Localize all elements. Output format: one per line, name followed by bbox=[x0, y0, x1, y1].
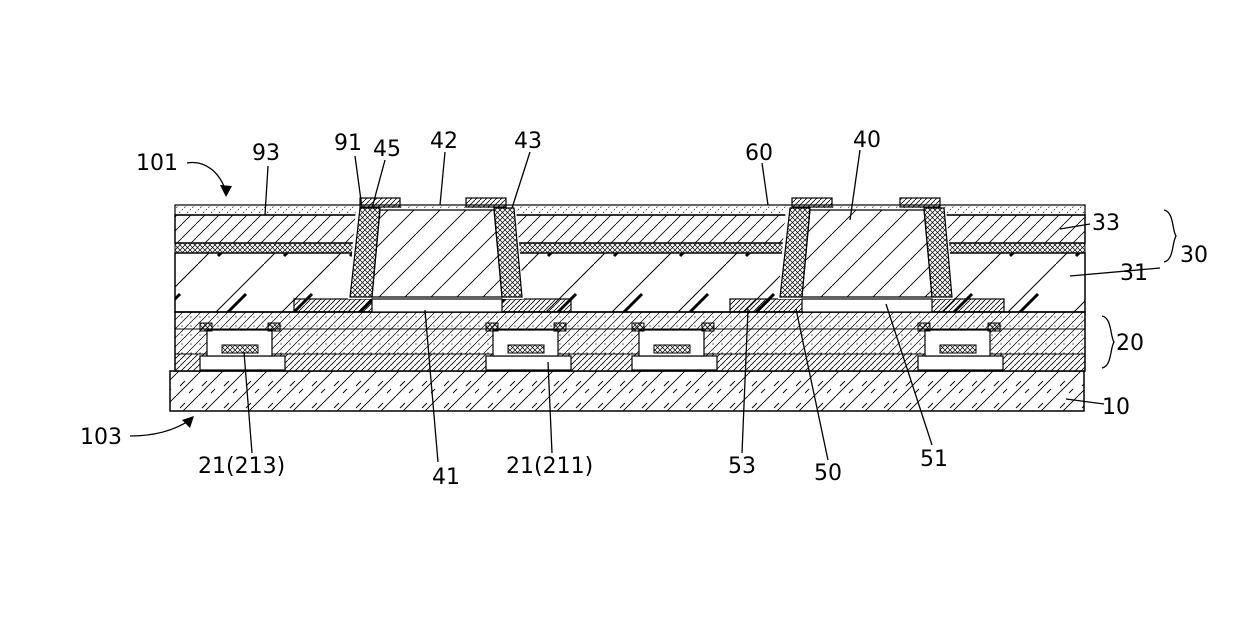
label-41: 41 bbox=[432, 465, 460, 490]
label-10: 10 bbox=[1102, 395, 1130, 420]
substrate-layer bbox=[170, 371, 1084, 411]
label-53: 53 bbox=[728, 454, 756, 479]
label-60: 60 bbox=[745, 141, 773, 166]
label-45: 45 bbox=[373, 137, 401, 162]
label-30: 30 bbox=[1180, 243, 1208, 268]
label-91: 91 bbox=[334, 131, 362, 156]
tft-unit-4 bbox=[918, 323, 1003, 370]
bottom-pad-left bbox=[294, 299, 384, 312]
label-40: 40 bbox=[853, 128, 881, 153]
tft-unit-3 bbox=[632, 323, 717, 370]
label-31: 31 bbox=[1120, 261, 1148, 286]
tft-unit-211 bbox=[486, 323, 571, 370]
post-left bbox=[348, 198, 524, 312]
top-layer-60 bbox=[175, 205, 1085, 215]
post-right bbox=[778, 198, 954, 312]
label-51: 51 bbox=[920, 447, 948, 472]
label-21-213: 21(213) bbox=[198, 454, 285, 479]
label-50: 50 bbox=[814, 461, 842, 486]
label-20: 20 bbox=[1116, 331, 1144, 356]
tft-layer-upper-band bbox=[175, 312, 1085, 329]
label-42: 42 bbox=[430, 129, 458, 154]
label-33: 33 bbox=[1092, 211, 1120, 236]
arrow-103 bbox=[182, 416, 194, 428]
label-21-211: 21(211) bbox=[506, 454, 593, 479]
label-103: 103 bbox=[80, 425, 122, 450]
tft-unit-213 bbox=[200, 323, 285, 370]
label-43: 43 bbox=[514, 129, 542, 154]
arrow-101 bbox=[220, 185, 232, 197]
label-101: 101 bbox=[136, 151, 178, 176]
label-93: 93 bbox=[252, 141, 280, 166]
